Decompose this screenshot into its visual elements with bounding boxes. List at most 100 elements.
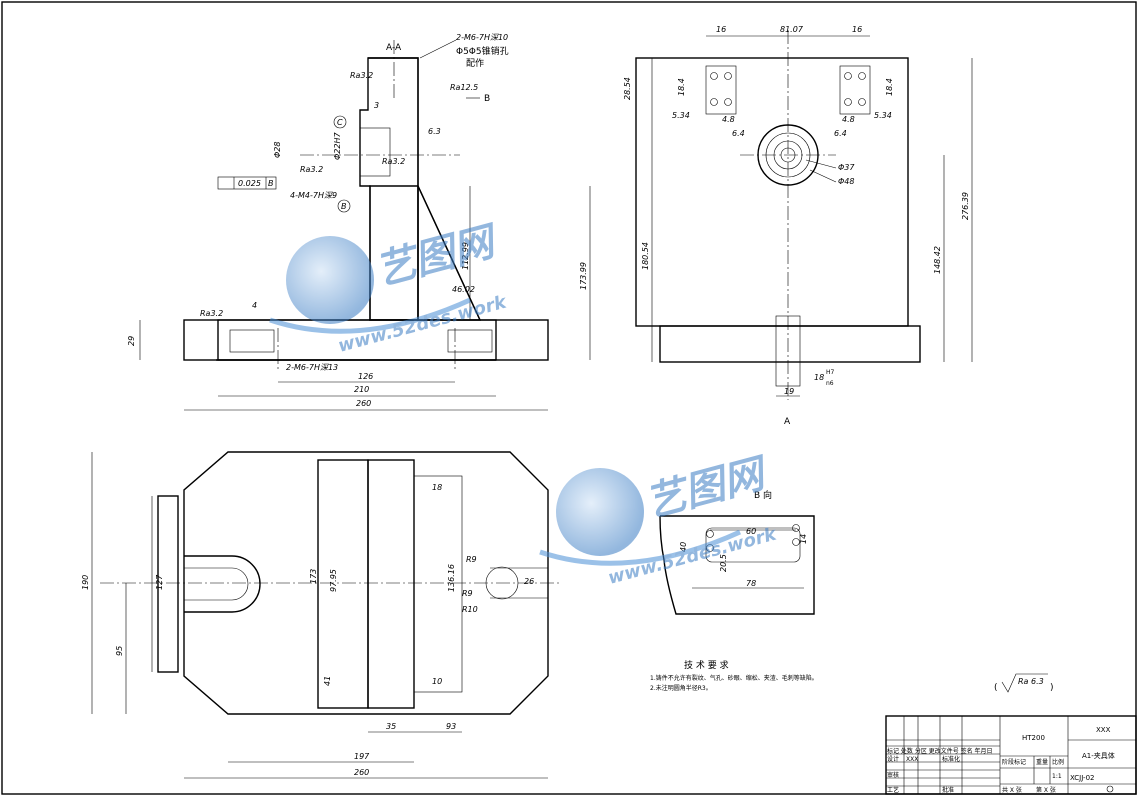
fit-value: 18: [814, 373, 824, 382]
notes-line-1: 1.铸件不允许有裂纹、气孔、砂眼、缩松、夹渣、毛刺等缺陷。: [650, 674, 818, 682]
top-thread-note: 2-M6-7H深10: [456, 33, 508, 42]
dim-4: 4: [252, 301, 257, 310]
datum-c-circle: [333, 115, 347, 129]
dim-26: 26: [524, 577, 534, 586]
dim-20: 20.5: [719, 554, 728, 572]
dim-18-right: 18.4: [885, 78, 894, 96]
dim-r9b: R9: [462, 589, 473, 598]
standard-label: 标准化: [942, 755, 960, 763]
dim-41: 41: [323, 676, 332, 686]
dim-81: 81.07: [780, 25, 804, 34]
fit-hole: H7: [826, 369, 835, 376]
dim-46: 46.02: [452, 285, 475, 294]
view-b: B 向 60 40 14 20.5 78: [659, 489, 815, 615]
dim-126: 126: [358, 372, 373, 381]
weight-label: 重量: [1036, 758, 1048, 766]
dim-16-right: 16: [852, 25, 862, 34]
technical-notes: 技 术 要 求 1.铸件不允许有裂纹、气孔、砂眼、缩松、夹渣、毛刺等缺陷。 2.…: [650, 659, 1054, 693]
dim-10: 10: [432, 677, 442, 686]
process-label: 工艺: [887, 786, 899, 794]
view-b-title: B 向: [754, 489, 772, 501]
dim-93: 93: [446, 722, 456, 731]
notes-line-2: 2.未注明圆角半径R3。: [650, 684, 712, 692]
designer-label: 设计: [887, 755, 899, 763]
scale-label: 比例: [1052, 758, 1064, 766]
dim-18-top: 18: [432, 483, 442, 492]
dim-phi22: Φ22H7: [333, 132, 342, 160]
dim-190: 190: [81, 575, 90, 590]
dim-276: 276.39: [961, 192, 970, 220]
ra-bottom: Ra3.2: [200, 309, 223, 318]
approve-label: 批准: [942, 786, 954, 794]
ra-mid: Ra3.2: [300, 165, 323, 174]
roughness-symbol: [1001, 673, 1048, 693]
dim-28: 28.54: [623, 77, 632, 100]
fit-shaft: n6: [826, 380, 834, 387]
dim-127: 127: [155, 574, 164, 590]
projection-symbol: [1106, 785, 1114, 793]
section-view-a-a: A-A 29 260 210 126 173.99 112.99 46.02 4…: [127, 33, 591, 411]
dim-173-top: 173: [309, 569, 318, 584]
roughness-value: Ra 6.3: [1018, 677, 1044, 686]
dim-r9a: R9: [466, 555, 477, 564]
dim-136: 136.16: [447, 564, 456, 592]
dim-148: 148.42: [933, 246, 942, 274]
scale-value: 1:1: [1052, 773, 1062, 780]
dim-35: 35: [386, 722, 396, 731]
dim-210-a: 210: [354, 385, 369, 394]
dim-6-4-right: 6.4: [834, 129, 847, 138]
watermark-2: 艺图网 www.52des.work: [539, 450, 779, 589]
boss-outer: [757, 124, 819, 186]
front-view: 16 81.07 16 28.54 18.4 18.4 5.34 5.34 4.…: [623, 25, 973, 427]
dim-4-8-left: 4.8: [722, 115, 735, 124]
ra-top: Ra12.5: [450, 83, 478, 92]
svg-text:): ): [1050, 683, 1054, 693]
datum-b: B: [341, 202, 347, 211]
dim-phi28: Φ28: [273, 142, 282, 158]
dim-180: 180.54: [641, 242, 650, 270]
dim-18-left: 18.4: [677, 78, 686, 96]
dowel-note-2: 配作: [466, 57, 484, 69]
dim-3: 3: [374, 101, 379, 110]
company: XXX: [1096, 726, 1111, 734]
review-label: 审核: [887, 771, 899, 779]
designer-value: XXX: [906, 756, 918, 763]
title-block: 标记 处数 分区 更改文件号 签名 年月日 设计 XXX 标准化 审核 工艺 批…: [885, 715, 1137, 795]
direction-b-label: B: [484, 94, 490, 104]
notes-title: 技 术 要 求: [684, 659, 729, 671]
dim-197: 197: [354, 752, 370, 761]
dim-5-34-left: 5.34: [672, 111, 690, 120]
tolerance-frame: [217, 176, 277, 190]
tolerance-datum: B: [268, 179, 274, 188]
dim-40: 40: [679, 542, 688, 552]
dim-19: 19: [784, 387, 794, 396]
direction-a-label: A: [784, 417, 791, 427]
dim-78: 78: [746, 579, 756, 588]
top-view: 190 127 95 18 173 97.95 136.16 R9 R9 R10…: [81, 451, 560, 779]
dim-260-top: 260: [354, 768, 369, 777]
ra-left: Ra3.2: [350, 71, 373, 80]
dim-r10: R10: [462, 605, 478, 614]
watermark-brand-2: 艺图网: [641, 450, 775, 527]
dim-173: 173.99: [579, 262, 588, 290]
datum-b-circle: [337, 199, 351, 213]
hole-note: 4-M4-7H深9: [290, 191, 337, 200]
dim-6-4-left: 6.4: [732, 129, 745, 138]
dim-60: 60: [746, 527, 756, 536]
dim-6-3: 6.3: [428, 127, 441, 136]
dim-112: 112.99: [461, 242, 470, 270]
mark-row: 标记 处数 分区 更改文件号 签名 年月日: [887, 747, 993, 755]
dim-260-a: 260: [356, 399, 371, 408]
dim-97: 97.95: [329, 569, 338, 592]
ra-face: Ra3.2: [382, 157, 405, 166]
dowel-note: Φ5Φ5锥销孔: [456, 45, 509, 57]
tolerance-value: 0.025: [238, 179, 261, 188]
part-name: A1-夹具体: [1082, 751, 1115, 760]
drawing-number: XCJJ-02: [1070, 774, 1095, 782]
dim-phi48: Φ48: [838, 177, 854, 186]
dim-95: 95: [115, 646, 124, 656]
base-thread-note: 2-M6-7H深13: [286, 363, 338, 372]
svg-text:(: (: [994, 683, 998, 693]
